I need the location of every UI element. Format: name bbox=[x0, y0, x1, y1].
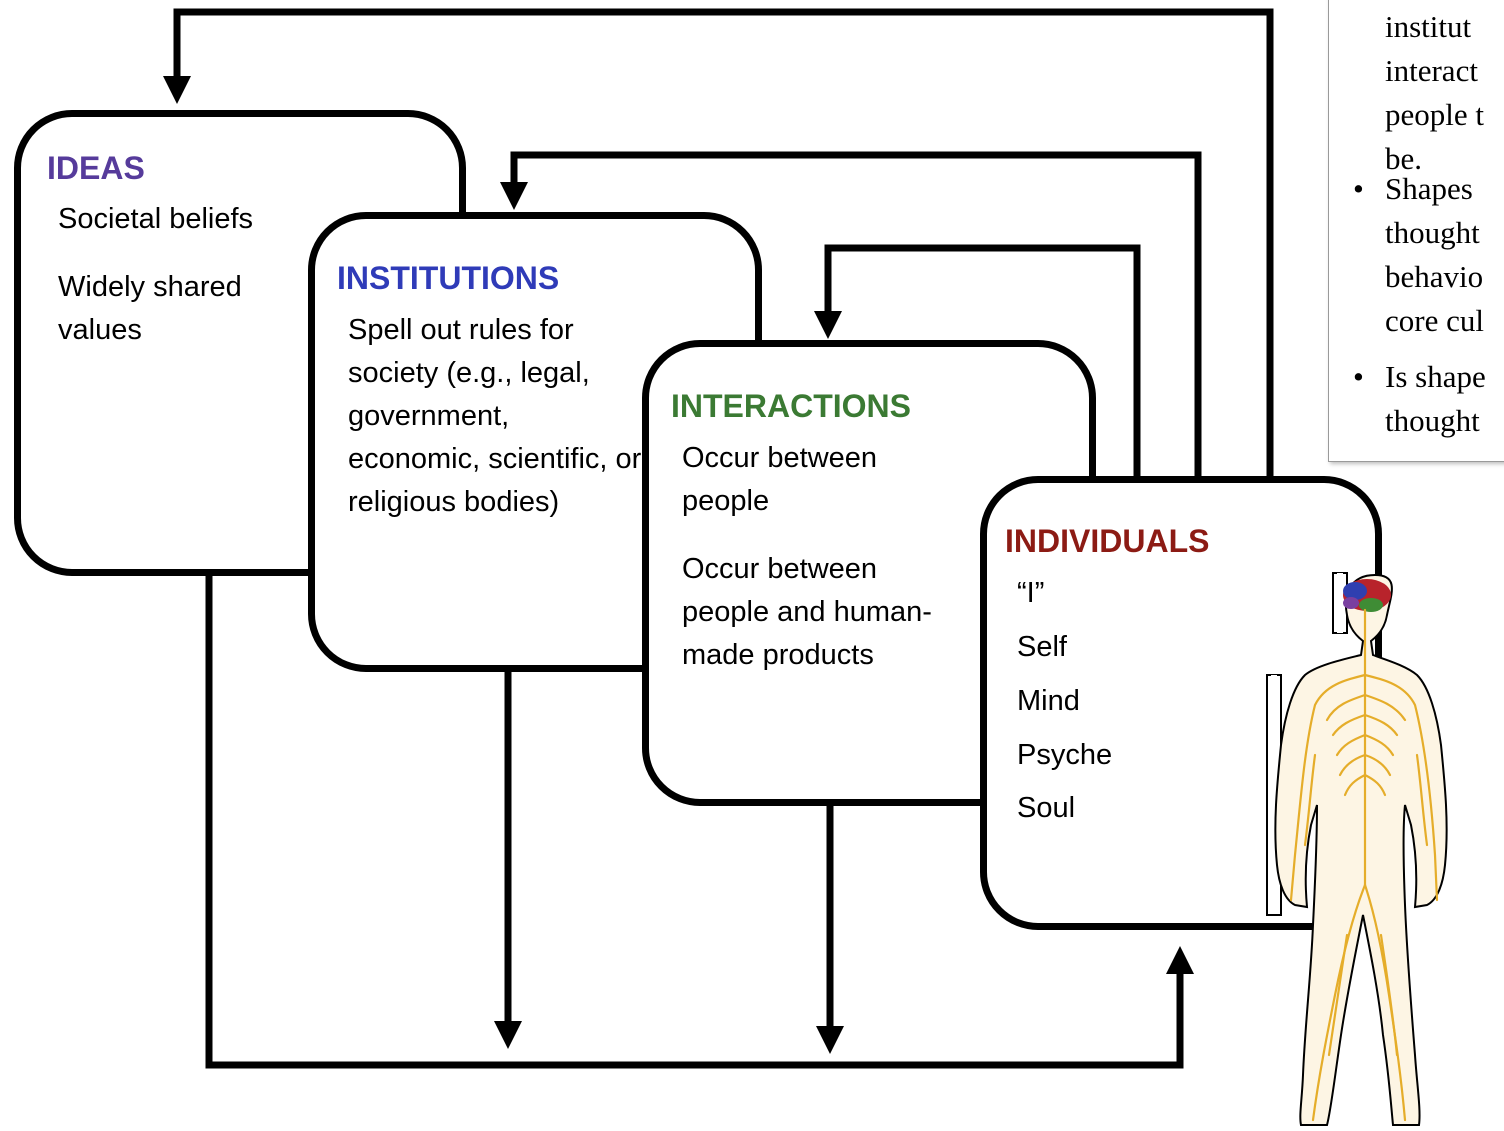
institutions-line-1: Spell out rules for society (e.g., legal… bbox=[348, 314, 642, 518]
side-note-box: institut interact people t be. • Shapes … bbox=[1328, 0, 1504, 462]
ideas-line-2: Widely shared values bbox=[58, 271, 242, 346]
brain-icon bbox=[1343, 579, 1391, 612]
arrow-individuals-to-ideas bbox=[163, 8, 1274, 478]
individuals-line-1: “I” bbox=[1017, 577, 1045, 609]
individuals-title: INDIVIDUALS bbox=[1005, 523, 1210, 559]
arrow-ideas-down bbox=[205, 575, 1194, 1069]
bullet-icon: • bbox=[1353, 359, 1364, 394]
arrow-individuals-to-interactions bbox=[814, 244, 1141, 478]
ideas-title: IDEAS bbox=[47, 150, 145, 186]
interactions-title: INTERACTIONS bbox=[671, 388, 911, 424]
individuals-line-4: Psyche bbox=[1017, 739, 1113, 771]
arrow-individuals-to-institutions bbox=[500, 151, 1202, 478]
human-nervous-system-icon bbox=[1266, 572, 1448, 1126]
individuals-line-2: Self bbox=[1017, 631, 1067, 663]
individuals-line-3: Mind bbox=[1017, 685, 1080, 717]
ideas-line-1: Societal beliefs bbox=[58, 203, 254, 235]
bullet-icon: • bbox=[1353, 171, 1364, 206]
interactions-line-1: Occur between people bbox=[682, 442, 878, 517]
side-note-paragraph-2: • Shapes thought behavio core cul bbox=[1353, 167, 1484, 343]
institutions-title: INSTITUTIONS bbox=[337, 260, 560, 296]
interactions-line-2: Occur between people and human-made prod… bbox=[682, 553, 932, 671]
side-note-paragraph-3: • Is shape thought bbox=[1353, 355, 1486, 443]
side-note-paragraph-1: institut interact people t be. bbox=[1385, 9, 1484, 176]
individuals-line-5: Soul bbox=[1017, 792, 1076, 824]
